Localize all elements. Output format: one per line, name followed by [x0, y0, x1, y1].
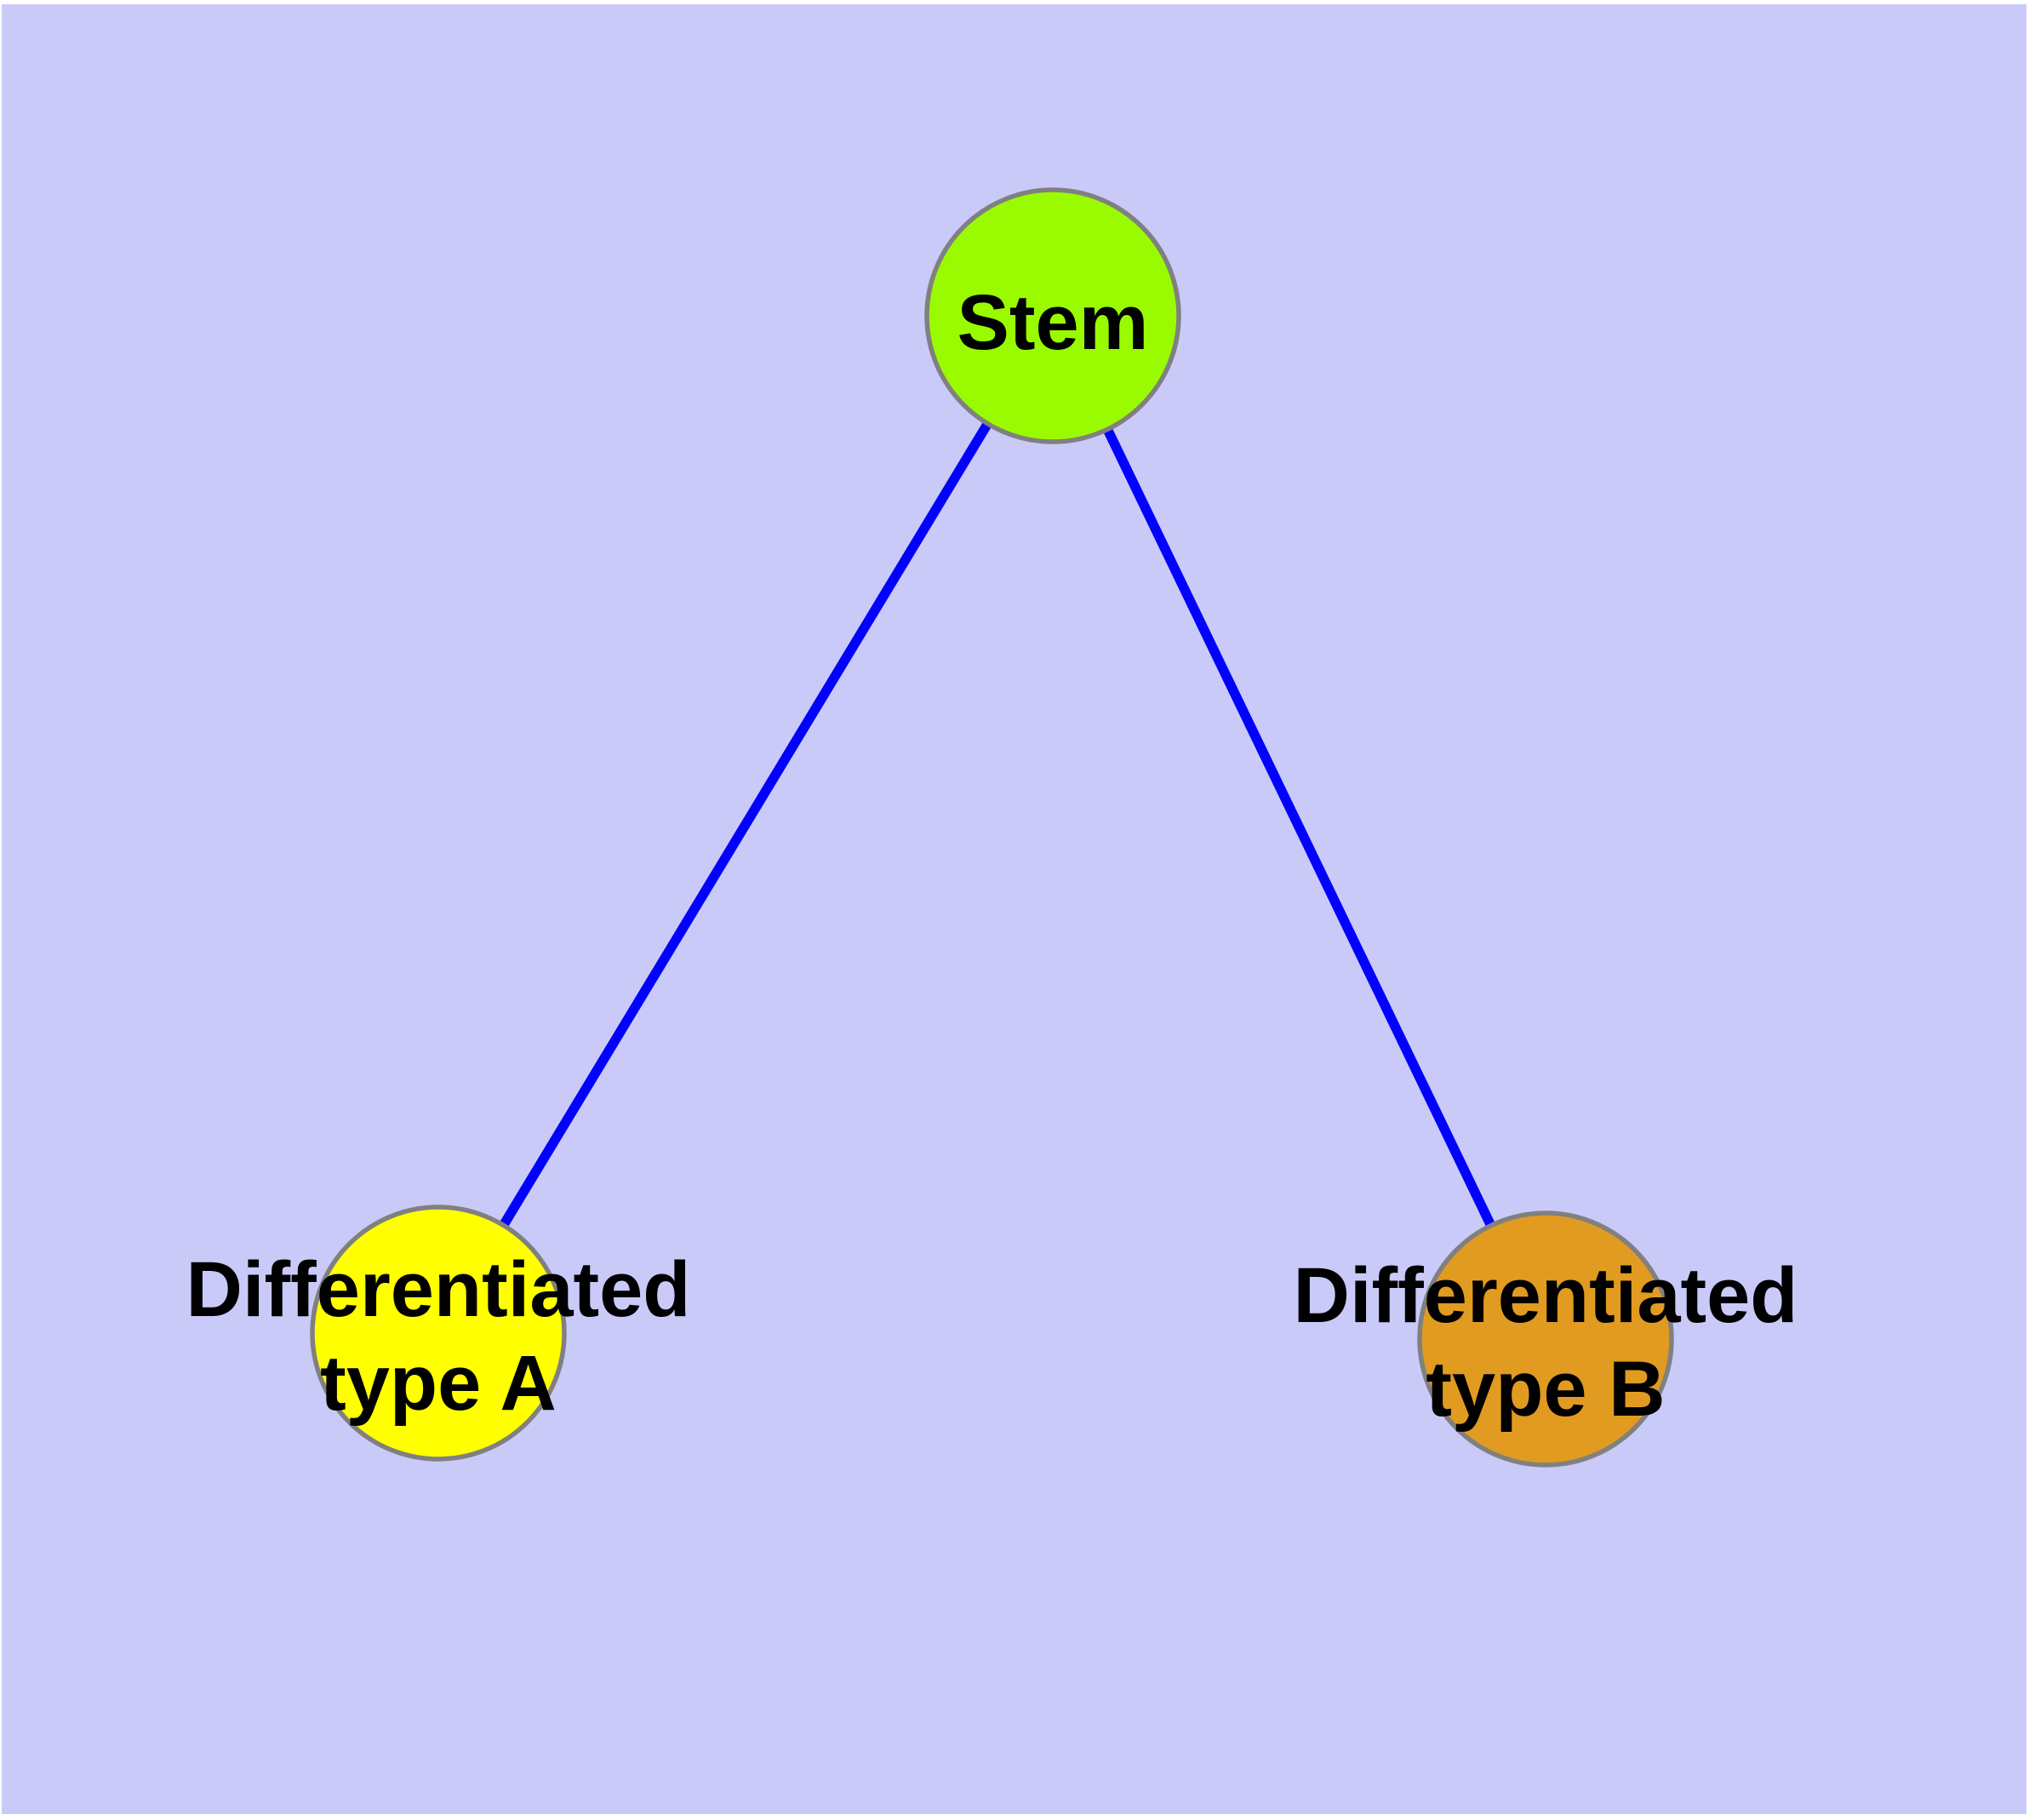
edge-stem-type-a: [434, 313, 1057, 1336]
node-type-a-circle[interactable]: [310, 1205, 567, 1462]
node-type-b[interactable]: [1417, 1210, 1674, 1468]
node-stem-label: Stem: [957, 279, 1149, 366]
node-type-b-circle[interactable]: [1417, 1210, 1674, 1468]
node-stem[interactable]: [924, 187, 1181, 444]
edge-stem-type-b: [1048, 313, 1551, 1342]
node-stem-circle[interactable]: [924, 187, 1181, 444]
node-type-a[interactable]: [310, 1205, 567, 1462]
